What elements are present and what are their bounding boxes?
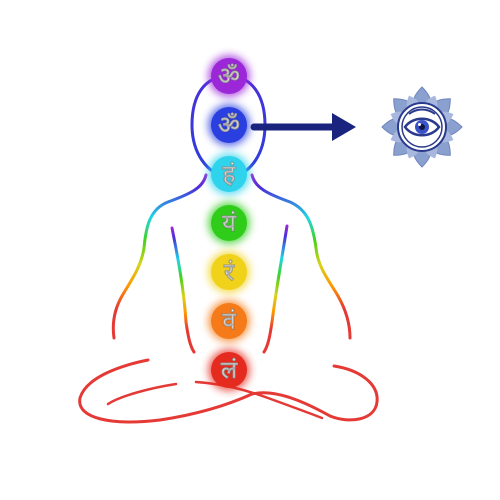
figure-torso-right — [250, 173, 352, 340]
chakra-symbol: वं — [221, 307, 237, 335]
third-eye-lotus-icon — [381, 86, 463, 168]
figure-inner-arm-left — [170, 226, 196, 354]
chakra-solar-plexus: रं — [208, 251, 250, 293]
chakra-root: लं — [208, 349, 250, 391]
chakra-symbol: लं — [220, 356, 239, 384]
figure-legs-lower — [106, 382, 178, 406]
eye-highlight — [418, 123, 421, 126]
chakra-symbol: रं — [223, 258, 235, 286]
chakra-disc — [211, 303, 247, 339]
chakra-column: ॐॐ हं यं रं वं लं — [208, 55, 250, 391]
chakra-disc — [211, 107, 247, 143]
chakra-symbol: ॐ — [218, 62, 240, 90]
figure-legs — [78, 358, 379, 424]
chakra-third-eye: ॐ — [208, 104, 250, 146]
chakra-disc — [211, 156, 247, 192]
figure-inner-arm-right — [262, 224, 289, 354]
chakra-symbol: ॐ — [218, 111, 240, 139]
chakra-sacral: वं — [208, 300, 250, 342]
chakra-disc — [211, 254, 247, 290]
figure-torso-left — [111, 173, 208, 340]
chakra-crown: ॐ — [208, 55, 250, 97]
arrow-to-third-eye — [250, 113, 356, 141]
chakra-disc — [211, 58, 247, 94]
chakra-symbol: यं — [221, 209, 237, 237]
chakra-disc — [211, 205, 247, 241]
chakra-symbol: हं — [222, 160, 237, 188]
figure-legs-inner — [194, 380, 324, 420]
chakra-disc — [211, 352, 247, 388]
eye-brow — [408, 108, 436, 115]
chakra-heart: यं — [208, 202, 250, 244]
chakra-throat: हं — [208, 153, 250, 195]
